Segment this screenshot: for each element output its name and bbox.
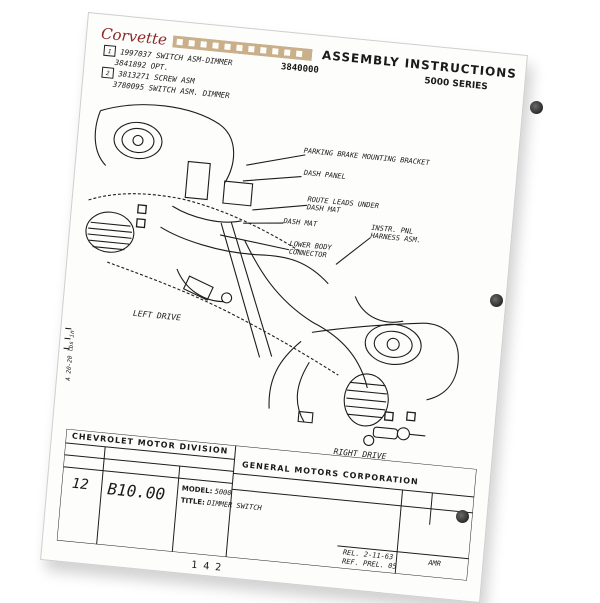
instruction-sheet: Corvette ASSEMBLY INSTRUCTIONS 3840000 5… [40,12,528,603]
series-label: 5000 SERIES [423,76,489,93]
drawing-number: 3840000 [280,62,320,76]
binder-hole [530,101,543,114]
dimmer-switch-icon [372,426,426,441]
sheet-number: 12 [71,475,90,494]
approval-initials: AMR [427,558,442,569]
header-filmstrip [172,35,313,62]
title-block: CHEVROLET MOTOR DIVISION GENERAL MOTORS … [56,428,477,581]
right-grille-icon [343,373,389,427]
page-number: 1 4 2 [190,559,222,574]
assembly-drawing [63,104,459,446]
page-title: ASSEMBLY INSTRUCTIONS [321,48,518,82]
binder-hole [490,294,503,307]
left-grille-icon [85,211,135,253]
binder-hole [456,510,469,523]
